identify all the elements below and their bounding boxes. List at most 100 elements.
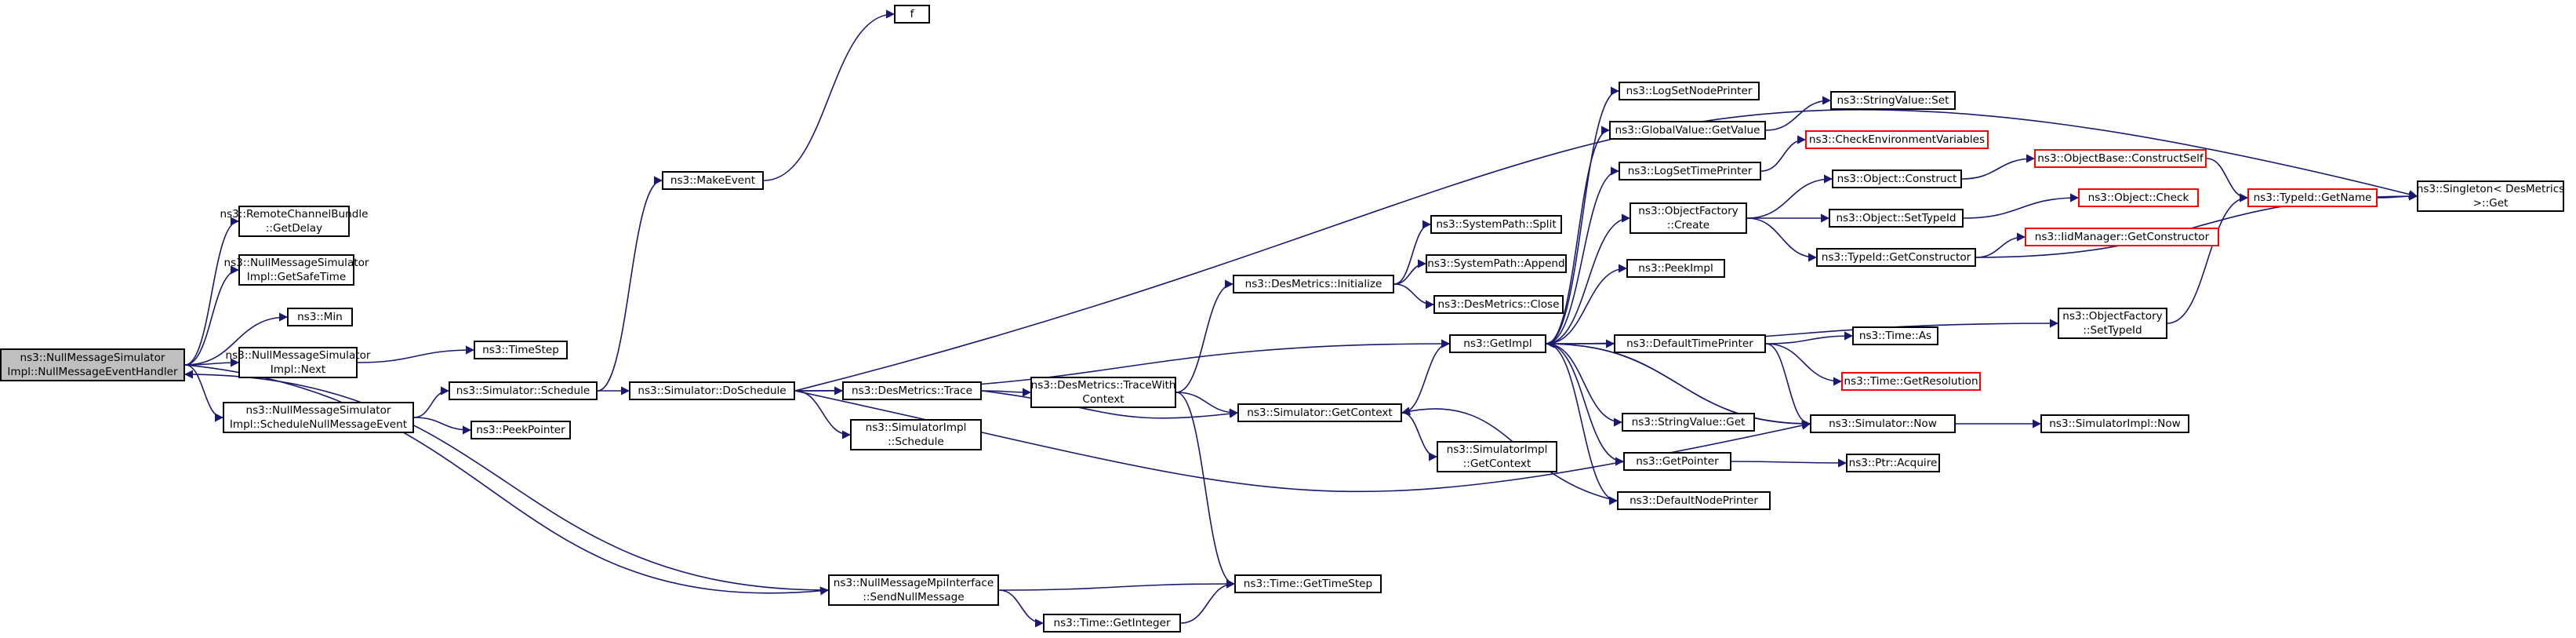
node-globalvalue-getvalue[interactable]: ns3::GlobalValue::GetValue	[1609, 121, 1766, 140]
edge-objectfactory-create-to-object-construct	[1746, 174, 1833, 219]
node-makeevent[interactable]: ns3::MakeEvent	[662, 171, 764, 190]
node-label-line: Impl::NullMessageEventHandler	[7, 366, 178, 378]
node-label-line: ns3::NullMessageSimulator	[223, 257, 369, 269]
edge-objectfactory-create-to-typeid-getconstructor	[1746, 217, 1818, 262]
edge-next-to-timestep	[357, 345, 475, 363]
node-label-line: ns3::PeekPointer	[476, 424, 565, 436]
node-sim-schedule[interactable]: ns3::Simulator::Schedule	[449, 381, 598, 400]
node-iidmanager-getconstructor[interactable]: ns3::IidManager::GetConstructor	[2025, 228, 2219, 246]
node-objectfactory-create[interactable]: ns3::ObjectFactory::Create	[1630, 202, 1747, 234]
node-label-line: ns3::PeekImpl	[1638, 262, 1713, 275]
node-append[interactable]: ns3::SystemPath::Append	[1426, 254, 1567, 273]
edge-root-to-getsafetime	[184, 265, 240, 366]
node-label-line: ::SetTypeId	[2083, 324, 2142, 337]
node-doschedule[interactable]: ns3::Simulator::DoSchedule	[629, 381, 795, 400]
node-label-line: ns3::Singleton< DesMetrics	[2416, 183, 2565, 195]
edge-object-construct-to-objectbase-constructself	[1961, 154, 2036, 180]
node-label-line: ns3::ObjectBase::ConstructSelf	[2037, 152, 2204, 165]
node-label-line: Impl::GetSafeTime	[246, 271, 347, 283]
node-ptr-acquire[interactable]: ns3::Ptr::Acquire	[1846, 454, 1940, 472]
node-sendnull[interactable]: ns3::NullMessageMpiInterface::SendNullMe…	[828, 574, 999, 606]
node-label-line: ns3::SimulatorImpl	[865, 421, 967, 434]
node-getcontext[interactable]: ns3::Simulator::GetContext	[1237, 403, 1402, 422]
node-label-line: ns3::NullMessageMpiInterface	[833, 577, 994, 589]
node-simulator-now[interactable]: ns3::Simulator::Now	[1810, 414, 1956, 433]
node-defaulttimeprinter[interactable]: ns3::DefaultTimePrinter	[1614, 334, 1766, 353]
node-time-as[interactable]: ns3::Time::As	[1852, 326, 1938, 345]
edge-desmetrics-init-to-append	[1393, 259, 1427, 285]
node-label-line: ns3::Time::GetTimeStep	[1243, 578, 1373, 590]
node-defaultnodeprinter[interactable]: ns3::DefaultNodePrinter	[1617, 491, 1771, 510]
node-object-check[interactable]: ns3::Object::Check	[2078, 188, 2199, 207]
edge-getpointer-to-ptr-acquire	[1731, 458, 1848, 468]
node-typeid-getname[interactable]: ns3::TypeId::GetName	[2247, 188, 2378, 207]
node-peekpointer[interactable]: ns3::PeekPointer	[471, 421, 571, 439]
edge-doschedule-to-simulator-now	[794, 390, 1811, 493]
node-getdelay[interactable]: ns3::RemoteChannelBundle::GetDelay	[220, 206, 369, 237]
node-simimpl-schedule[interactable]: ns3::SimulatorImpl::Schedule	[850, 419, 982, 450]
node-min[interactable]: ns3::Min	[287, 308, 353, 326]
node-desmetrics-trace[interactable]: ns3::DesMetrics::Trace	[842, 381, 982, 400]
node-label-line: Context	[1082, 393, 1125, 406]
node-label-line: ns3::DefaultNodePrinter	[1630, 494, 1758, 507]
edge-getimpl-to-logsetnodeprinter	[1546, 86, 1620, 345]
node-label-line: ns3::Time::GetResolution	[1844, 375, 1978, 388]
edge-sim-schedule-to-makeevent	[597, 176, 663, 392]
node-getpointer[interactable]: ns3::GetPointer	[1623, 452, 1731, 471]
edge-globalvalue-getvalue-to-stringvalue-set	[1765, 96, 1832, 131]
node-simimpl-getcontext[interactable]: ns3::SimulatorImpl::GetContext	[1437, 441, 1557, 472]
node-checkenv[interactable]: ns3::CheckEnvironmentVariables	[1805, 130, 1989, 149]
edge-getimpl-to-logsettimeprinter	[1546, 166, 1620, 345]
node-typeid-getconstructor[interactable]: ns3::TypeId::GetConstructor	[1816, 248, 1976, 267]
node-label-line: ns3::ObjectFactory	[2062, 310, 2163, 323]
node-label-line: ns3::LogSetTimePrinter	[1627, 165, 1753, 177]
node-singleton-get[interactable]: ns3::Singleton< DesMetrics >::Get	[2417, 180, 2564, 212]
node-label-line: ns3::TypeId::GetName	[2253, 191, 2372, 204]
edge-tracewithcontext-to-desmetrics-init	[1175, 279, 1234, 393]
node-label-line: ns3::Time::As	[1858, 330, 1932, 342]
node-getinteger[interactable]: ns3::Time::GetInteger	[1043, 614, 1181, 633]
node-peekimpl[interactable]: ns3::PeekImpl	[1626, 259, 1725, 278]
node-time-getresolution[interactable]: ns3::Time::GetResolution	[1841, 372, 1981, 391]
node-label-line: ns3::NullMessageSimulator	[225, 349, 371, 362]
node-split[interactable]: ns3::SystemPath::Split	[1430, 215, 1562, 234]
node-objectbase-constructself[interactable]: ns3::ObjectBase::ConstructSelf	[2034, 149, 2207, 168]
node-f[interactable]: f	[894, 5, 930, 24]
node-label-line: ns3::MakeEvent	[670, 174, 756, 187]
edge-getimpl-to-defaultnodeprinter	[1546, 343, 1619, 505]
edge-object-settypeid-to-object-check	[1963, 193, 2080, 219]
node-stringvalue-set[interactable]: ns3::StringValue::Set	[1830, 91, 1956, 110]
node-stringvalue-get[interactable]: ns3::StringValue::Get	[1622, 413, 1755, 432]
edge-root-to-sendnull	[184, 364, 830, 596]
edge-getcontext-to-simimpl-getcontext	[1401, 412, 1438, 461]
node-label-line: ns3::Object::Construct	[1837, 173, 1957, 185]
edge-root-to-next	[184, 358, 240, 367]
node-label-line: ::SendNullMessage	[863, 591, 965, 603]
node-objectfactory-settypeid[interactable]: ns3::ObjectFactory::SetTypeId	[2058, 308, 2167, 339]
node-desmetrics-init[interactable]: ns3::DesMetrics::Initialize	[1233, 275, 1394, 293]
node-label-line: Impl::Next	[270, 363, 326, 376]
node-label-line: ns3::StringValue::Set	[1837, 94, 1949, 107]
edge-desmetrics-trace-to-getcontext	[981, 390, 1239, 419]
edge-sendnull-to-getinteger	[998, 589, 1045, 628]
node-label-line: ::GetContext	[1462, 458, 1531, 470]
node-gettimestep[interactable]: ns3::Time::GetTimeStep	[1234, 574, 1382, 593]
edge-getimpl-to-peekimpl	[1546, 264, 1628, 345]
node-getimpl[interactable]: ns3::GetImpl	[1449, 334, 1546, 353]
edge-defaultnodeprinter-to-getcontext	[1401, 406, 1618, 501]
node-object-construct[interactable]: ns3::Object::Construct	[1832, 170, 1962, 188]
node-logsettimeprinter[interactable]: ns3::LogSetTimePrinter	[1619, 162, 1761, 180]
node-logsetnodeprinter[interactable]: ns3::LogSetNodePrinter	[1619, 82, 1760, 100]
node-label-line: ::Create	[1666, 219, 1710, 232]
node-label-line: ns3::DesMetrics::Trace	[852, 385, 972, 397]
edge-getimpl-to-getpointer	[1546, 343, 1625, 466]
edge-root-to-min	[184, 312, 289, 366]
node-simimpl-now[interactable]: ns3::SimulatorImpl::Now	[2040, 414, 2189, 433]
node-object-settypeid[interactable]: ns3::Object::SetTypeId	[1829, 209, 1964, 228]
node-close[interactable]: ns3::DesMetrics::Close	[1433, 295, 1564, 314]
node-timestep[interactable]: ns3::TimeStep	[474, 341, 568, 359]
